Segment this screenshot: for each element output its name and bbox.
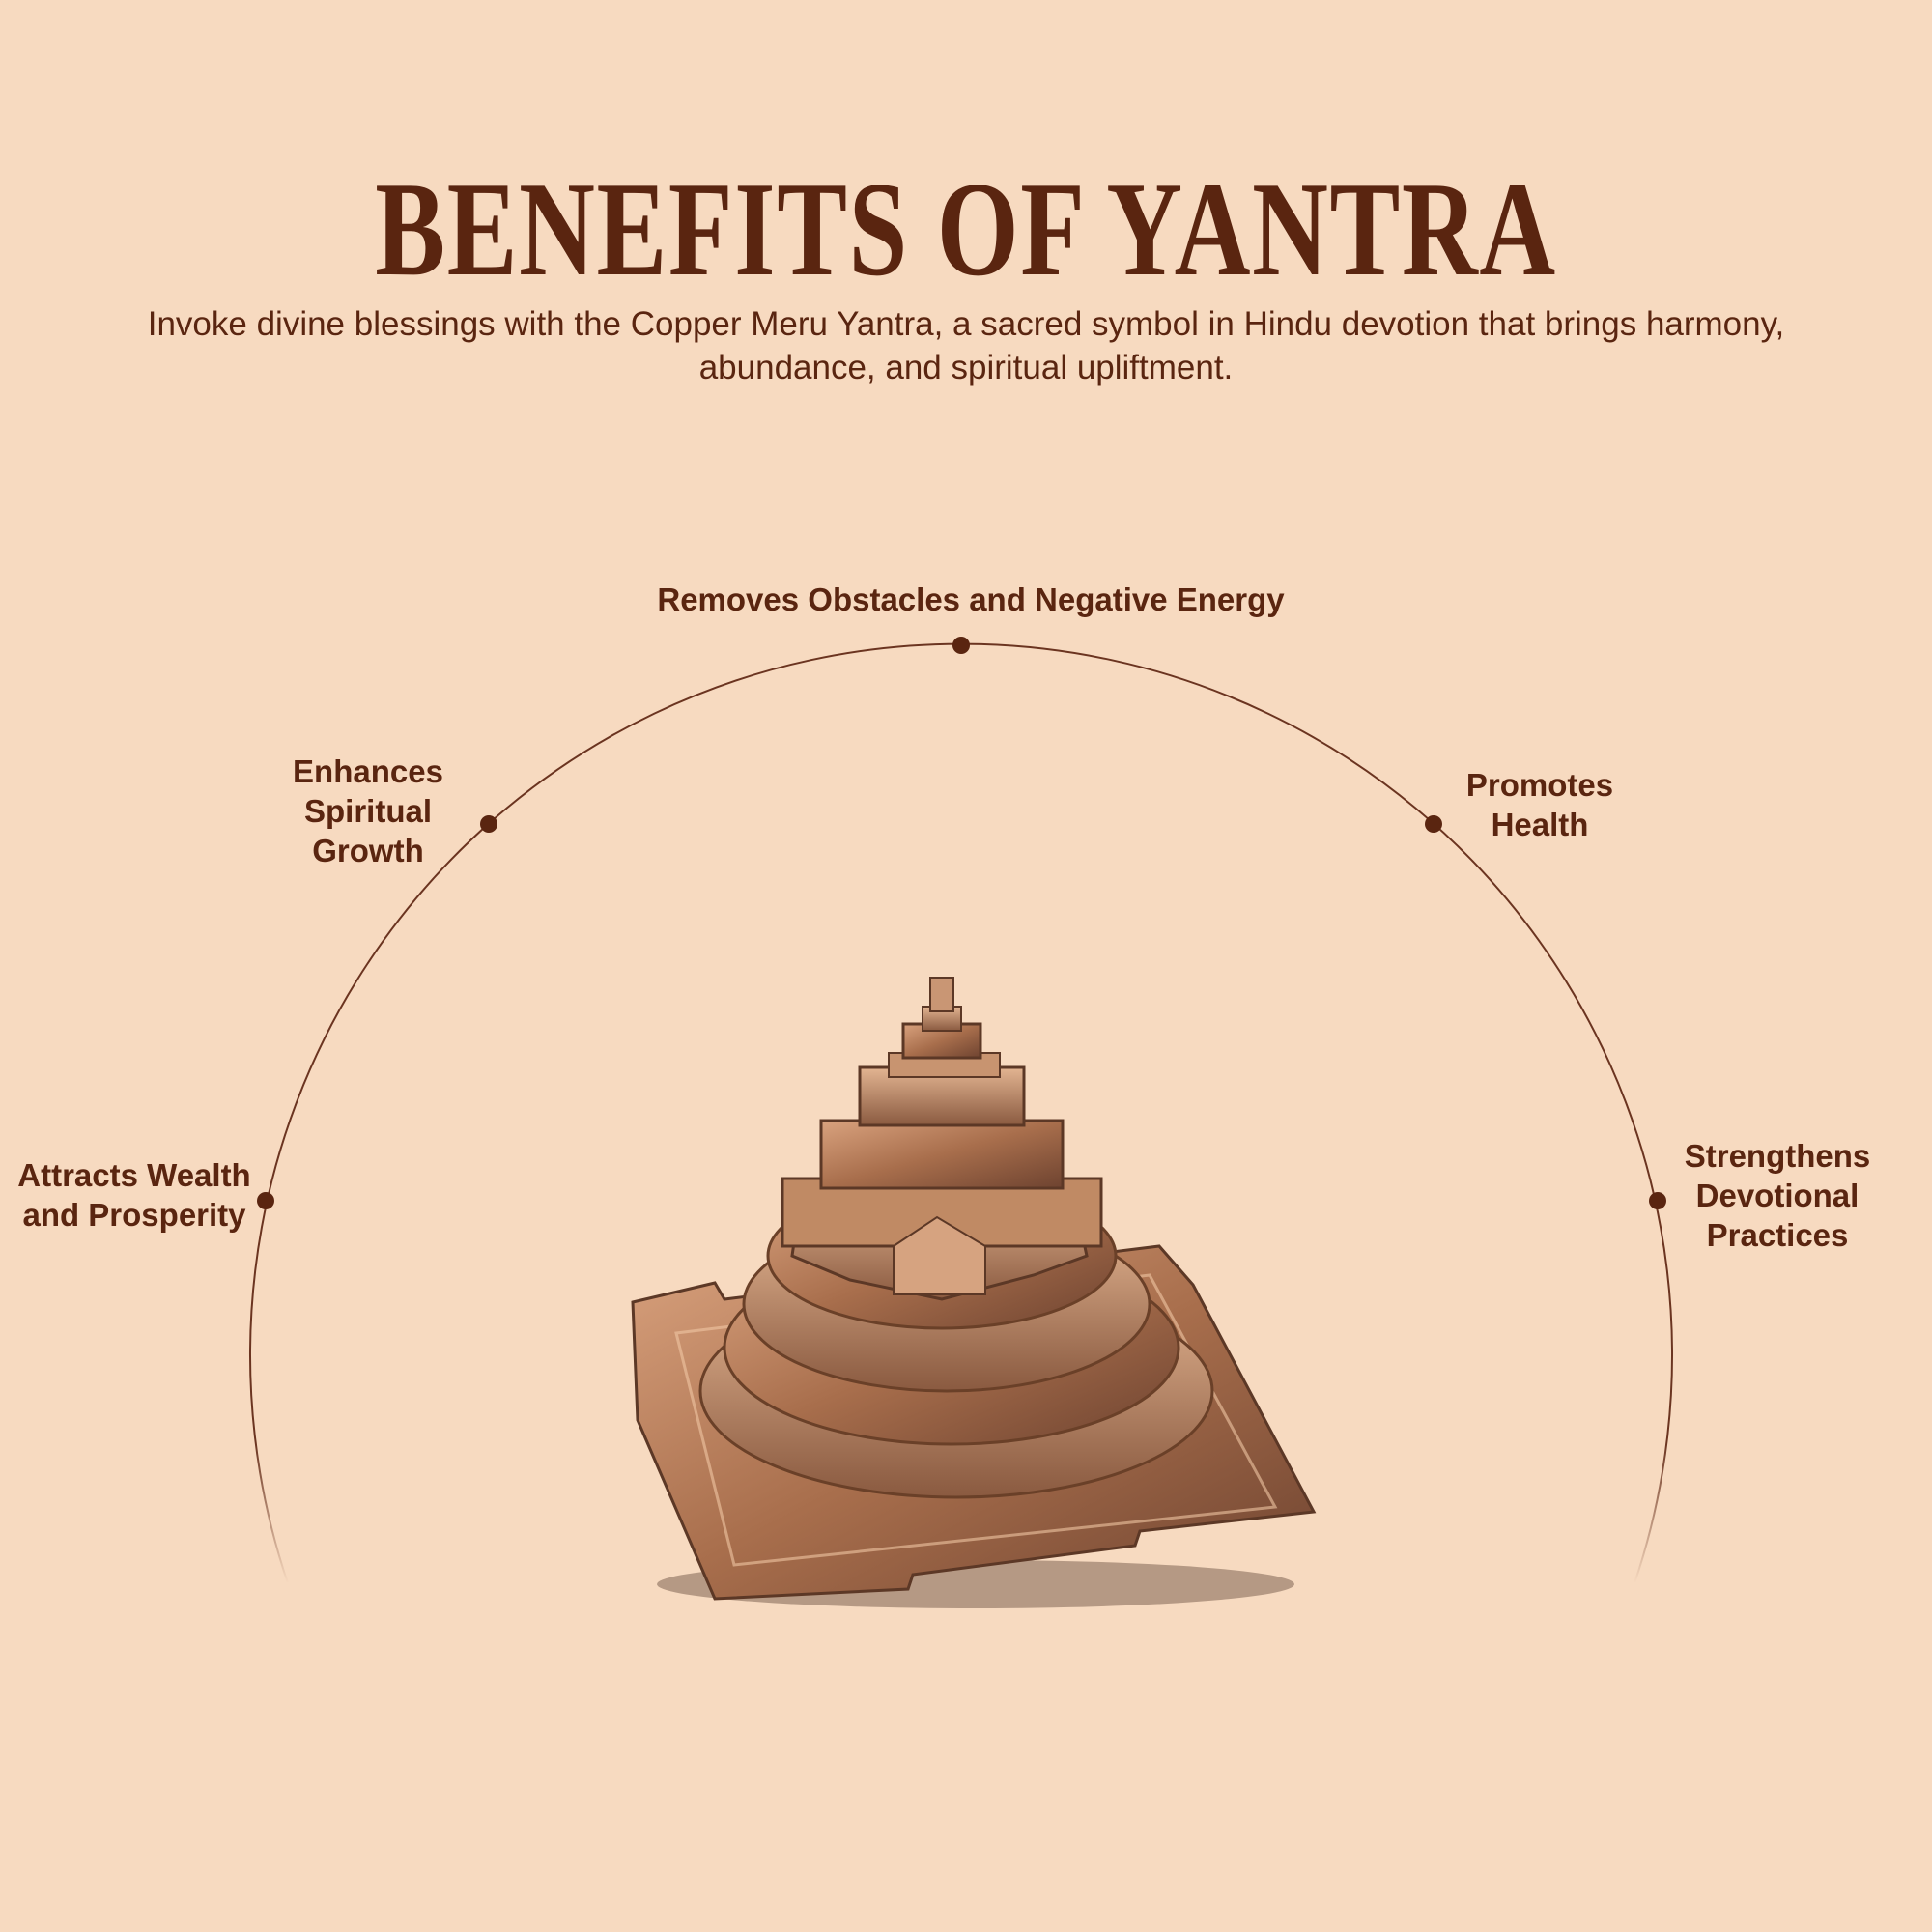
benefit-label-line: Spiritual <box>303 793 433 829</box>
page-title: BENEFITS OF YANTRA <box>375 155 1557 304</box>
benefit-label-line: Promotes <box>1465 767 1614 803</box>
arc-dot-top <box>952 637 970 654</box>
benefit-promotes-health: Promotes Health <box>1466 765 1613 844</box>
benefit-devotional-practices: Strengthens Devotional Practices <box>1685 1136 1871 1255</box>
benefit-label-line: Attracts Wealth <box>17 1157 251 1193</box>
arc-dot-left <box>257 1192 274 1209</box>
benefit-removes-obstacles: Removes Obstacles and Negative Energy <box>657 580 1284 619</box>
benefit-label-line: Growth <box>312 833 424 868</box>
benefit-attracts-wealth: Attracts Wealth and Prosperity <box>17 1155 250 1235</box>
benefit-label-line: Enhances <box>293 753 443 789</box>
benefit-label-line: and Prosperity <box>22 1197 246 1233</box>
arc-dot-upper-left <box>480 815 497 833</box>
page-subtitle: Invoke divine blessings with the Copper … <box>147 305 1785 386</box>
benefit-label: Removes Obstacles and Negative Energy <box>657 582 1285 617</box>
arc-dot-upper-right <box>1425 815 1442 833</box>
meru-yantra-image <box>631 977 1317 1608</box>
benefit-label-line: Strengthens <box>1684 1138 1871 1174</box>
benefit-label-line: Devotional <box>1695 1178 1860 1213</box>
benefit-spiritual-growth: Enhances Spiritual Growth <box>293 752 443 870</box>
benefit-label-line: Practices <box>1706 1217 1849 1253</box>
benefit-label-line: Health <box>1491 807 1589 842</box>
arc-dot-right <box>1649 1192 1666 1209</box>
